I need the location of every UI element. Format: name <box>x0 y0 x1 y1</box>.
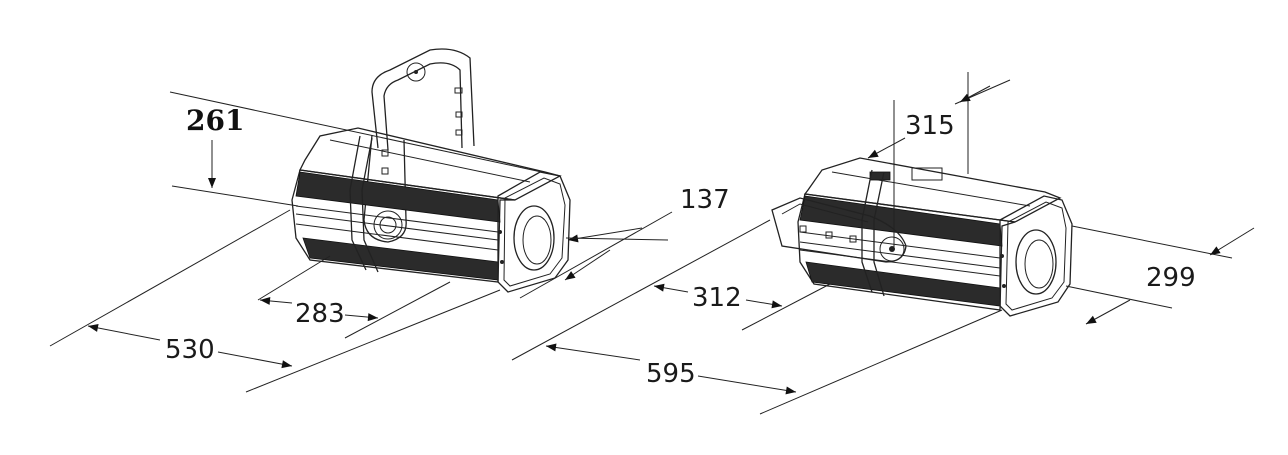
label-299: 299 <box>1146 263 1196 293</box>
right-dimension-lines <box>511 72 1255 415</box>
label-283: 283 <box>295 299 345 329</box>
left-dimension-lines <box>49 91 673 393</box>
label-261: 261 <box>186 104 244 137</box>
label-530: 530 <box>165 335 215 365</box>
right-dimension-labels: 315 312 299 595 <box>646 111 1196 389</box>
left-body <box>291 127 571 293</box>
left-dimension-labels: 261 137 283 530 <box>165 104 730 365</box>
left-fixture: 261 137 283 530 <box>49 48 730 393</box>
label-595: 595 <box>646 359 696 389</box>
right-fixture: 315 312 299 595 <box>511 72 1255 415</box>
label-312: 312 <box>692 283 742 313</box>
right-body <box>797 157 1073 317</box>
label-315: 315 <box>905 111 955 141</box>
right-yoke-bracket <box>771 197 907 263</box>
label-137: 137 <box>680 185 730 215</box>
